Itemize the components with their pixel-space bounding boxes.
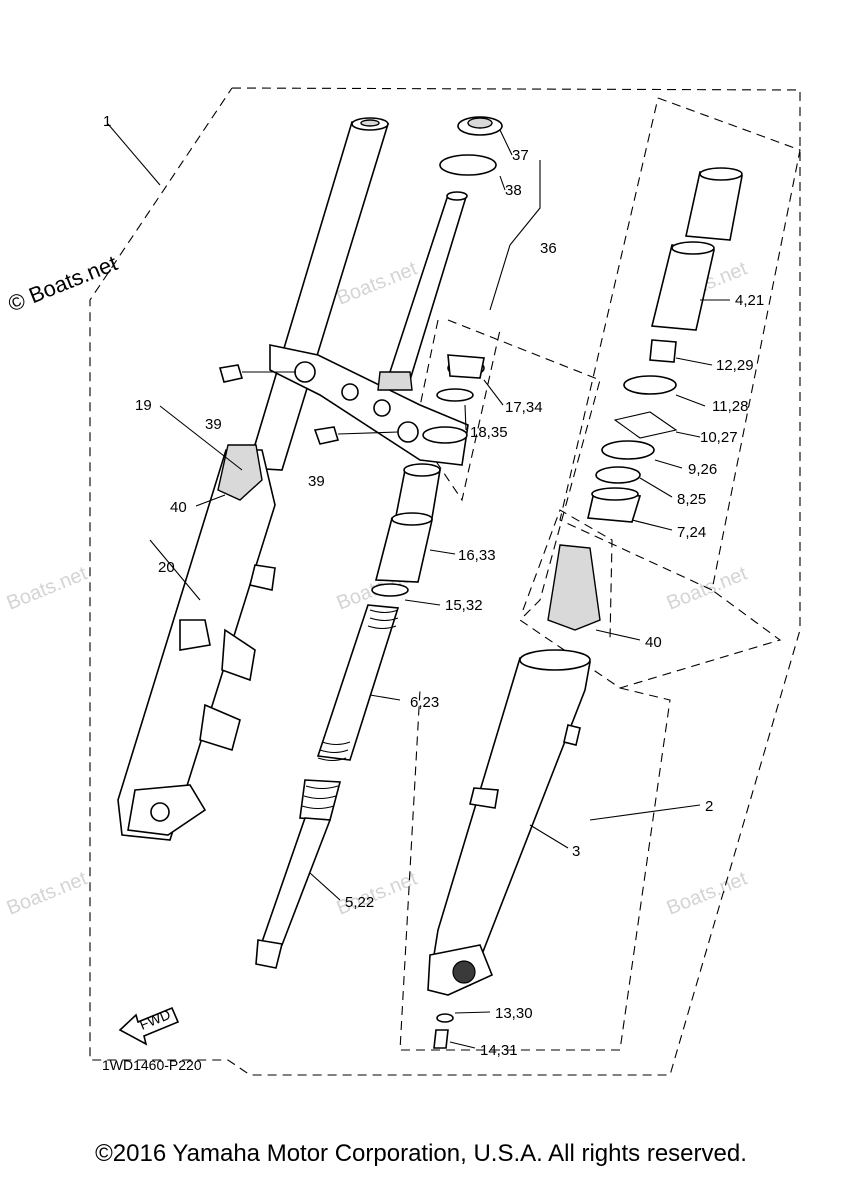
callout-label: 40: [645, 634, 662, 651]
callout-label: 39: [308, 473, 325, 490]
upper-bracket: [218, 344, 469, 466]
copyright-notice: ©2016 Yamaha Motor Corporation, U.S.A. A…: [95, 1140, 747, 1167]
callout-label: 6,23: [410, 694, 439, 711]
callout-label: 20: [158, 559, 175, 576]
callout-label: 18,35: [470, 424, 508, 441]
callout-label: 10,27: [700, 429, 738, 446]
assembly-boundaries: [89, 87, 801, 1076]
callout-label: 13,30: [495, 1005, 533, 1022]
callout-label: 12,29: [716, 357, 754, 374]
right-upper-stack: [587, 167, 743, 523]
callout-label: 1: [103, 113, 111, 130]
callout-label: 4,21: [735, 292, 764, 309]
watermark: Boats.net: [4, 562, 91, 614]
corner-watermark: © Boats.net: [5, 250, 121, 316]
callout-label: 38: [505, 182, 522, 199]
right-fork-leg: [427, 544, 601, 1049]
callout-labels: 1 37 38 36 4,21 12,29 11,28 17,34 18,35 …: [103, 113, 764, 1059]
leader-lines: [107, 123, 730, 1049]
callout-label: 37: [512, 147, 529, 164]
callout-label: 39: [205, 416, 222, 433]
callout-label: 15,32: [445, 597, 483, 614]
callout-label: 11,28: [712, 398, 748, 415]
callout-label: 3: [572, 843, 580, 860]
callout-label: 14,31: [480, 1042, 518, 1059]
spring-stack: [255, 463, 441, 969]
callout-label: 36: [540, 240, 557, 257]
fwd-arrow-icon: FWD: [118, 1006, 180, 1046]
callout-label: 2: [705, 798, 713, 815]
callout-label: 5,22: [345, 894, 374, 911]
watermark: Boats.net: [664, 562, 751, 614]
callout-label: 7,24: [677, 524, 706, 541]
callout-label: 19: [135, 397, 152, 414]
left-fork-leg: [117, 117, 390, 841]
callout-label: 16,33: [458, 547, 496, 564]
damper-rod-assembly: [377, 116, 503, 402]
callout-label: 9,26: [688, 461, 717, 478]
callout-label: 40: [170, 499, 187, 516]
watermark: Boats.net: [4, 867, 91, 919]
watermark: Boats.net: [334, 257, 421, 309]
callout-label: 17,34: [505, 399, 543, 416]
diagram-code: 1WD1460-P220: [102, 1057, 202, 1073]
watermark: Boats.net: [664, 867, 751, 919]
callout-label: 8,25: [677, 491, 706, 508]
